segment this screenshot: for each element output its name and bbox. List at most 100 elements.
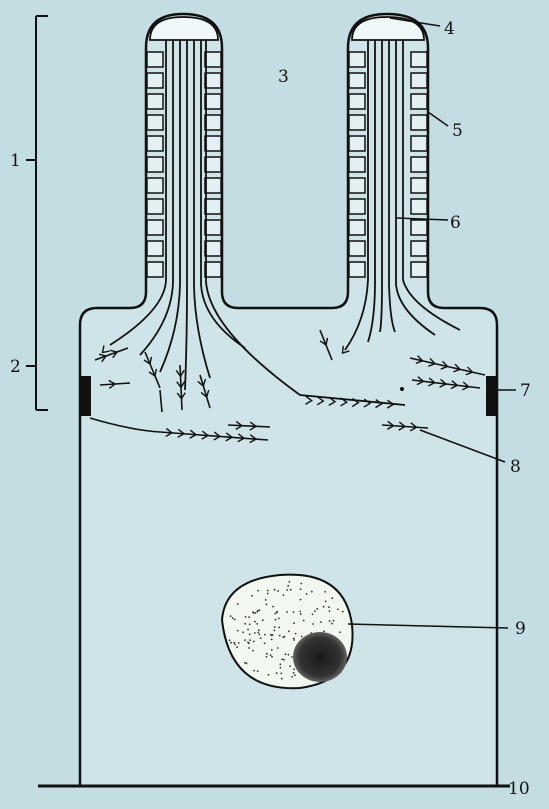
membrane-segment	[410, 198, 428, 215]
stipple-dot	[291, 656, 293, 658]
membrane-segment	[204, 261, 222, 278]
membrane-segment	[348, 219, 366, 236]
stipple-dot	[269, 654, 272, 656]
barb-mark	[340, 397, 348, 407]
left-microvillus-cap	[149, 16, 219, 41]
stipple-dot	[259, 637, 262, 639]
leader-lines	[347, 17, 516, 787]
right-microvillus-cap	[351, 16, 425, 41]
stipple-dot	[236, 629, 239, 632]
stipple-dot	[316, 607, 319, 610]
stipple-dot	[341, 610, 344, 613]
membrane-segment	[348, 135, 366, 152]
barb-mark	[428, 357, 437, 367]
cytoplasm-dot	[400, 387, 404, 391]
barb-mark	[416, 376, 425, 386]
barb-mark	[386, 420, 395, 430]
stipple-dot	[253, 632, 256, 634]
label-8: 8	[510, 457, 521, 477]
stipple-dot	[275, 672, 278, 675]
stipple-dot	[299, 588, 302, 591]
stipple-dot	[300, 635, 303, 638]
barb-mark	[465, 366, 474, 376]
membrane-segment	[410, 135, 428, 152]
stipple-dot	[251, 594, 253, 597]
barb-mark	[175, 369, 185, 378]
stipple-dot	[324, 600, 327, 603]
stipple-dot	[274, 618, 277, 621]
stipple-dot	[291, 676, 293, 678]
membrane-segment	[348, 177, 366, 194]
stipple-dot	[248, 633, 251, 636]
stipple-dot	[332, 619, 335, 622]
stipple-dot	[314, 610, 316, 612]
barb-mark	[415, 355, 424, 365]
membrane-segment	[146, 51, 164, 68]
stipple-dot	[276, 647, 279, 649]
label-1: 1	[10, 151, 21, 171]
stipple-dot	[261, 619, 264, 622]
membrane-segment	[348, 114, 366, 131]
membrane-segment	[348, 93, 366, 110]
actin-filament-bundles	[109, 40, 461, 406]
barb-mark	[305, 395, 313, 405]
stipple-dot	[278, 617, 280, 620]
stipple-dot	[293, 668, 295, 671]
stipple-dot	[264, 633, 266, 636]
label-5: 5	[452, 121, 463, 141]
membrane-segment	[204, 219, 222, 236]
stipple-dot	[328, 620, 331, 622]
stipple-dot	[265, 655, 268, 658]
barb-mark	[176, 392, 186, 401]
stipple-dot	[249, 639, 252, 641]
barb-mark	[143, 356, 153, 366]
membrane-segment	[410, 177, 428, 194]
membrane-segments	[146, 51, 428, 278]
label-2: 2	[10, 357, 21, 377]
membrane-segment	[348, 156, 366, 173]
stipple-dot	[277, 590, 279, 592]
barb-mark	[201, 430, 210, 440]
membrane-segment	[348, 261, 366, 278]
stipple-dot	[229, 615, 232, 617]
stipple-dot	[244, 622, 247, 625]
membrane-segment	[146, 240, 164, 257]
stipple-dot	[271, 655, 273, 658]
stipple-dot	[244, 616, 247, 618]
barb-mark	[341, 345, 350, 354]
stipple-dot	[288, 630, 290, 633]
stipple-dot	[248, 642, 250, 645]
stipple-dot	[270, 638, 273, 641]
barb-mark	[375, 399, 383, 409]
stipple-dot	[286, 611, 288, 613]
label-4: 4	[444, 19, 455, 39]
barb-mark	[453, 363, 462, 373]
stipple-dot	[244, 639, 246, 641]
barb-mark	[109, 349, 119, 359]
stipple-dot	[279, 666, 282, 669]
stipple-dot	[292, 611, 295, 613]
stipple-dot	[299, 610, 302, 613]
stipple-dot	[283, 658, 285, 661]
stipple-dot	[248, 647, 251, 649]
barb-mark	[213, 431, 222, 441]
membrane-segment	[204, 51, 222, 68]
barb-mark	[398, 421, 407, 431]
stipple-dot	[293, 639, 295, 641]
membrane-segment	[410, 219, 428, 236]
stipple-dot	[293, 622, 295, 625]
stipple-dot	[292, 671, 295, 674]
membrane-segment	[146, 93, 164, 110]
barb-mark	[319, 337, 329, 347]
stipple-dot	[322, 605, 325, 608]
stipple-dot	[273, 626, 276, 628]
stipple-dot	[252, 611, 254, 613]
stipple-dot	[258, 633, 261, 636]
stipple-dot	[257, 631, 259, 634]
stipple-dot	[265, 652, 268, 655]
stipple-dot	[253, 669, 256, 672]
membrane-segment	[146, 261, 164, 278]
membrane-segment	[204, 135, 222, 152]
stipple-dot	[276, 610, 278, 613]
stipple-dot	[328, 610, 331, 612]
